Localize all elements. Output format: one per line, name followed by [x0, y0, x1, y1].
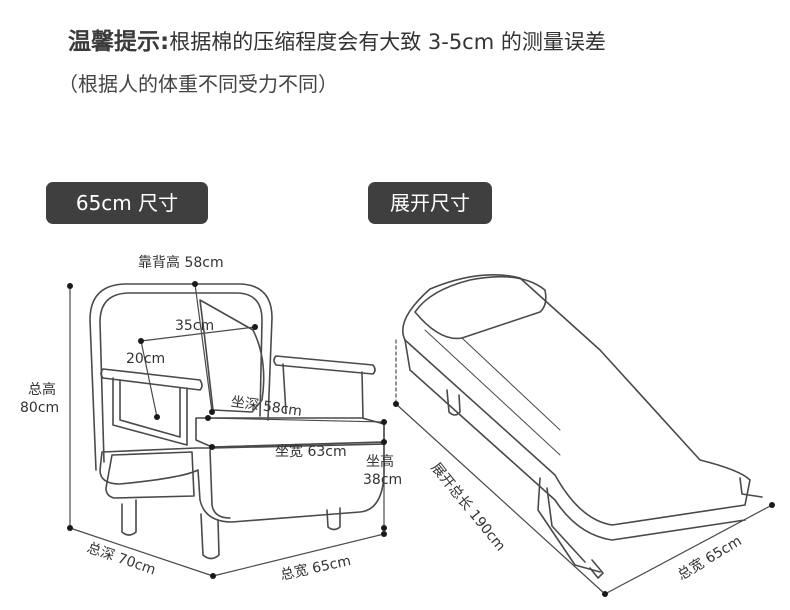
total-height-value: 80cm	[20, 400, 60, 416]
backrest-height-label: 靠背高 58cm	[138, 255, 224, 271]
bed-size-tag: 展开尺寸	[368, 182, 492, 224]
measurement-notice: 温馨提示:根据棉的压缩程度会有大致 3-5cm 的测量误差	[68, 22, 606, 56]
seat-width-label: 坐宽 63cm	[275, 444, 347, 460]
notice-text: 根据棉的压缩程度会有大致 3-5cm 的测量误差	[169, 30, 606, 54]
bed-drawing	[395, 273, 763, 579]
back-width-label: 35cm	[175, 318, 215, 334]
chair-size-tag: 65cm 尺寸	[46, 182, 208, 224]
total-height-label: 总高	[28, 382, 56, 398]
pillow-size-label: 20cm	[126, 351, 166, 367]
seat-height-value: 38cm	[363, 472, 403, 488]
notice-label: 温馨提示:	[68, 29, 170, 55]
notice-subtext: （根据人的体重不同受力不同）	[58, 72, 338, 96]
dimension-lines	[69, 283, 773, 595]
dimension-endpoints	[67, 281, 775, 597]
seat-height-label: 坐高	[366, 454, 394, 470]
